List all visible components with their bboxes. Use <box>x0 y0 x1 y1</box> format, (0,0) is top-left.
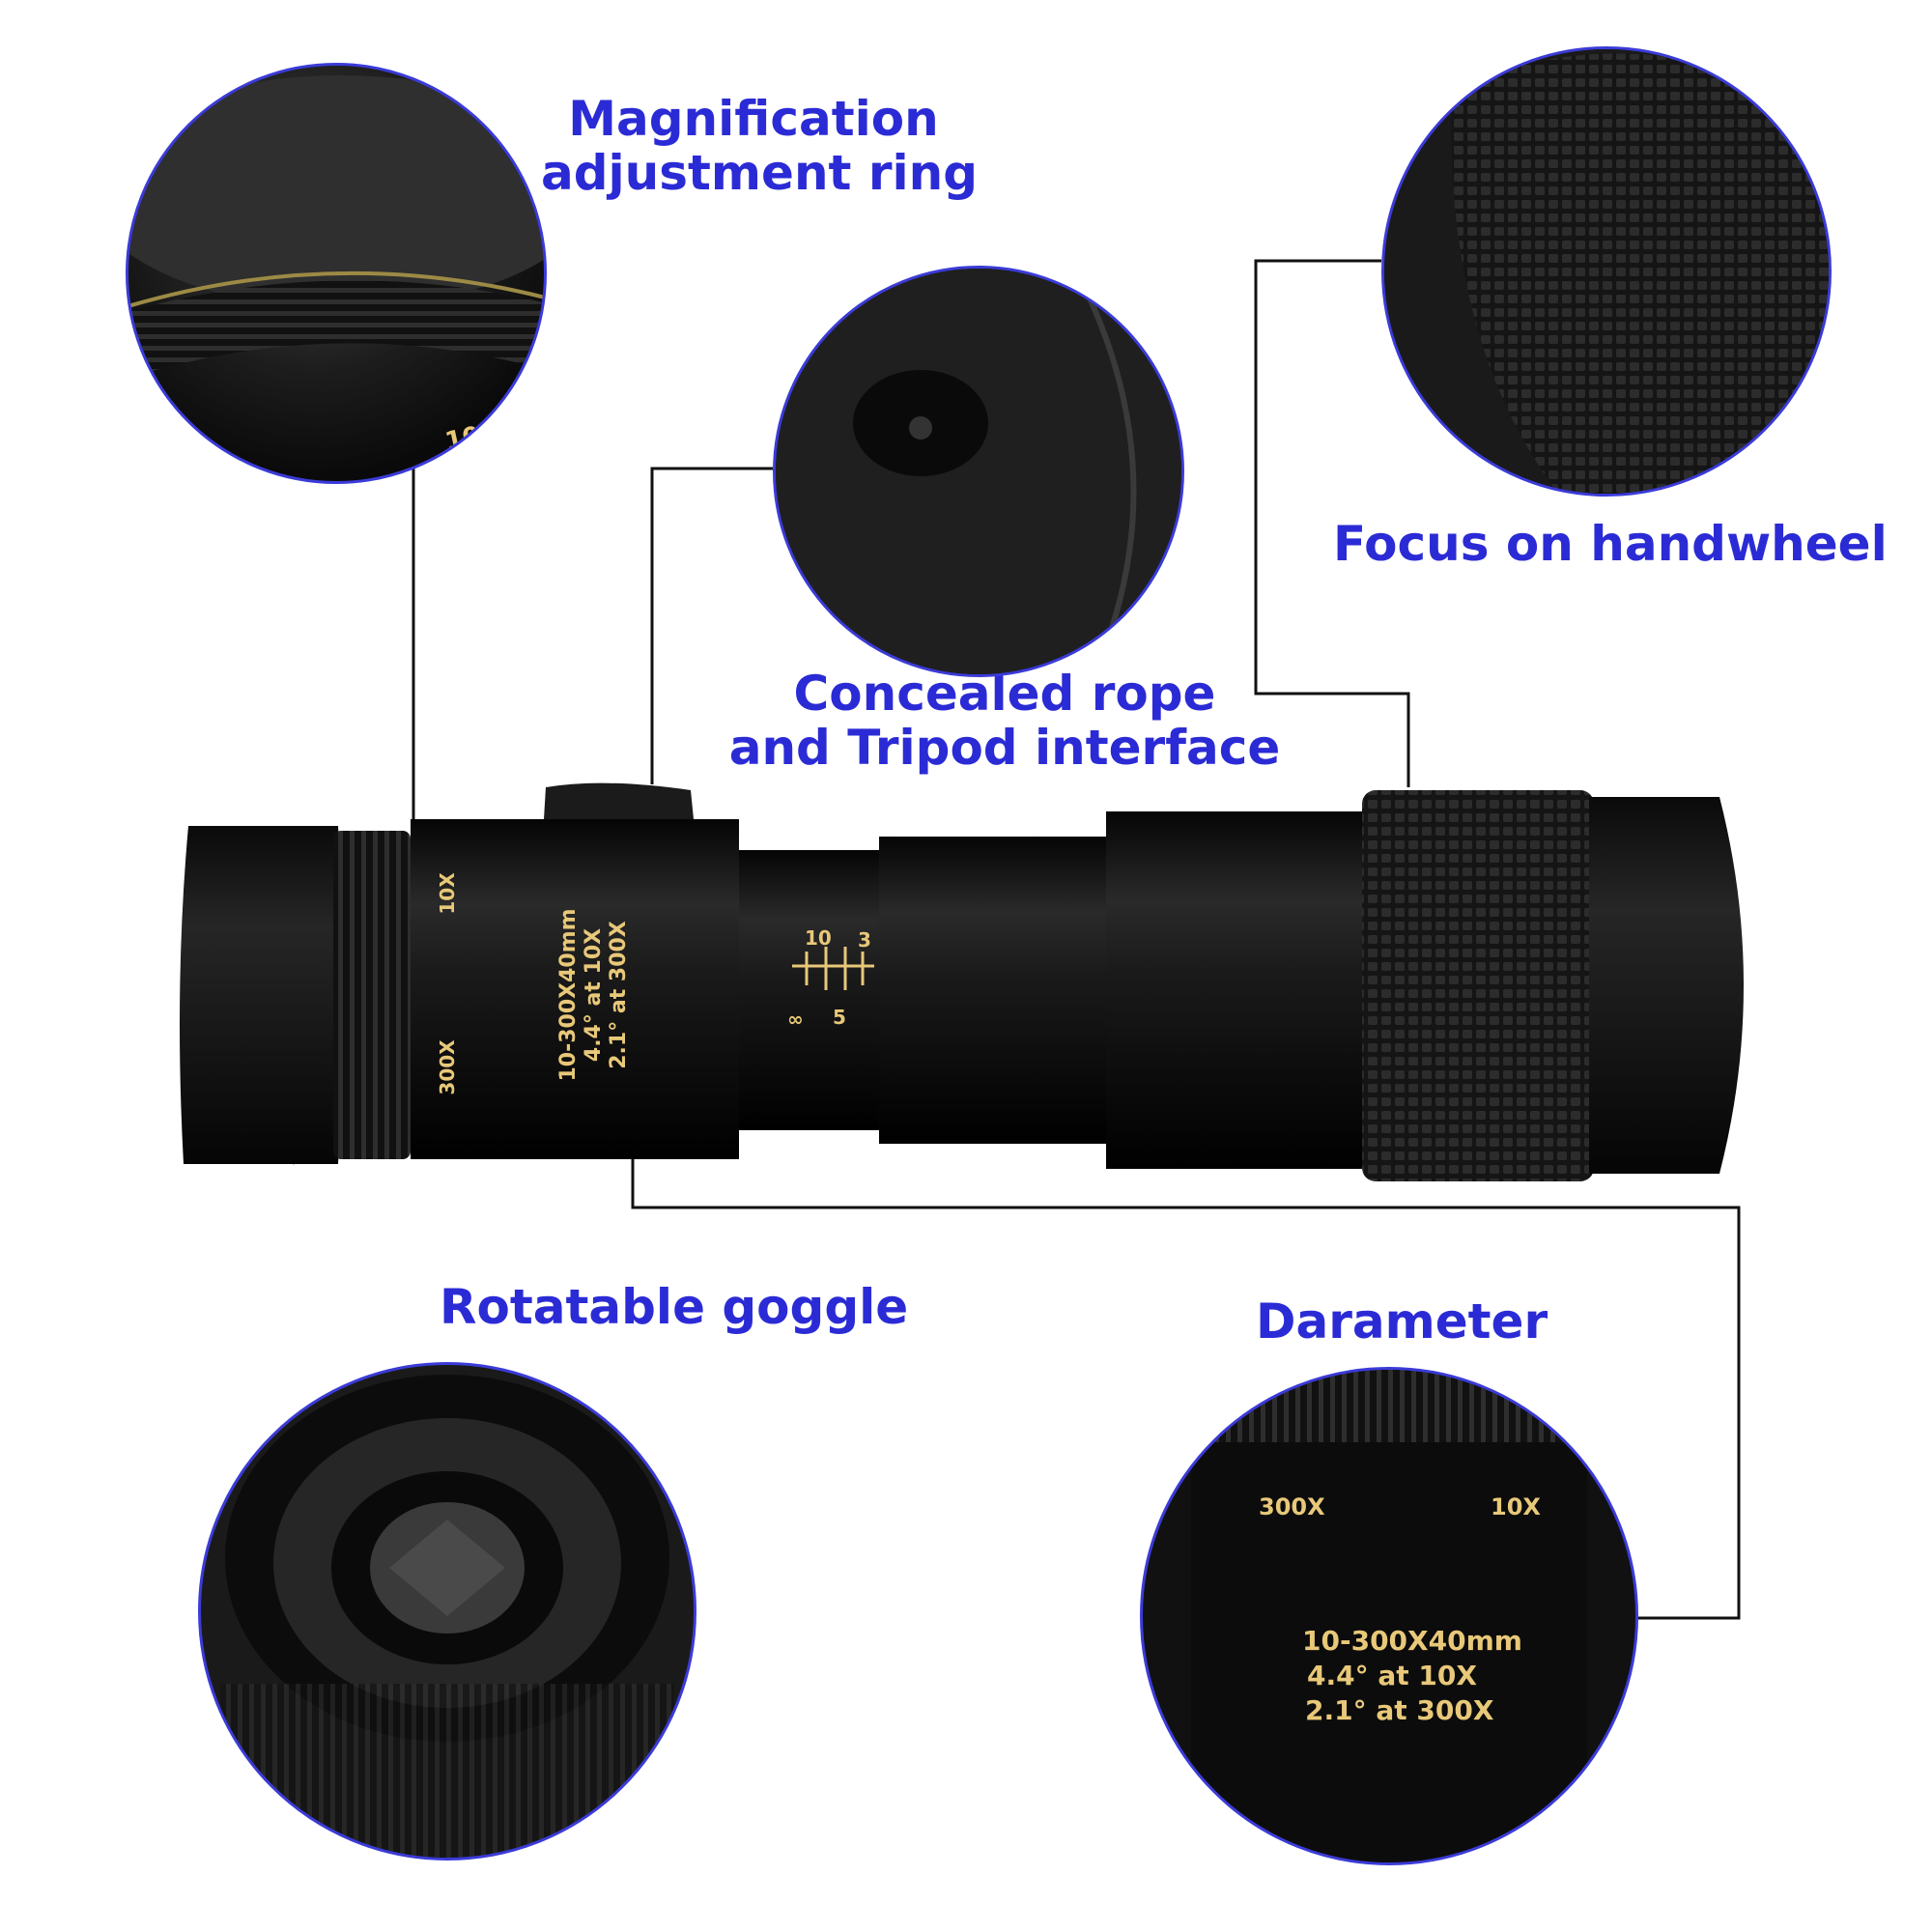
bubble-magnification-ring: 10X 300X <box>126 63 547 484</box>
bubble-rotatable-goggle <box>198 1362 696 1861</box>
objective-end <box>1589 797 1744 1174</box>
marking-spec2: 4.4° at 10X <box>582 928 606 1062</box>
eyepiece-cup <box>180 826 343 1164</box>
connector-focus <box>1254 259 1410 787</box>
marking-10x: 10X <box>436 872 459 915</box>
scale-infinity: ∞ <box>787 1008 804 1031</box>
label-rope-line2: and Tripod interface <box>728 720 1281 776</box>
scale-3: 3 <box>858 928 871 952</box>
scale-10: 10 <box>805 926 832 950</box>
scale-5: 5 <box>833 1006 846 1029</box>
bubble-tripod-interface <box>773 266 1184 677</box>
label-rotatable-goggle: Rotatable goggle <box>440 1279 909 1335</box>
connector-diameter <box>631 1138 1741 1620</box>
bubble-focus-handwheel <box>1381 46 1832 497</box>
focus-scale <box>792 947 874 990</box>
objective-sleeve <box>1106 811 1367 1169</box>
label-magnification: Magnification adjustment ring <box>541 91 979 201</box>
dia-spec3: 2.1° at 300X <box>1305 1694 1494 1726</box>
connector-rope <box>650 467 773 784</box>
barrel-tube <box>879 837 1106 1144</box>
label-magnification-line1: Magnification <box>568 91 939 147</box>
dia-spec2: 4.4° at 10X <box>1307 1660 1477 1691</box>
dia-300x-text: 300X <box>1259 1493 1325 1520</box>
label-rope-tripod: Concealed rope and Tripod interface <box>715 667 1294 775</box>
dia-spec1: 10-300X40mm <box>1302 1625 1522 1657</box>
bubble-diameter: 300X 10X 10-300X40mm 4.4° at 10X 2.1° at… <box>1140 1367 1638 1865</box>
label-focus-handwheel: Focus on handwheel <box>1333 516 1888 572</box>
zoom-ring <box>333 831 411 1159</box>
telescope: 10X 300X 10-300X40mm 4.4° at 10X 2.1° at… <box>180 782 1744 1181</box>
marking-spec1: 10-300X40mm <box>556 908 581 1081</box>
tripod-knob <box>544 782 694 819</box>
marking-spec3: 2.1° at 300X <box>607 921 631 1069</box>
zoom-tube <box>411 819 739 1159</box>
mid-tube <box>739 850 879 1130</box>
focus-wheel <box>1362 790 1594 1181</box>
label-diameter: Darameter <box>1256 1293 1548 1350</box>
marking-300x: 300X <box>436 1039 459 1095</box>
label-magnification-line2: adjustment ring <box>541 145 979 201</box>
dia-10x-text: 10X <box>1491 1493 1541 1520</box>
label-rope-line1: Concealed rope <box>793 666 1216 722</box>
